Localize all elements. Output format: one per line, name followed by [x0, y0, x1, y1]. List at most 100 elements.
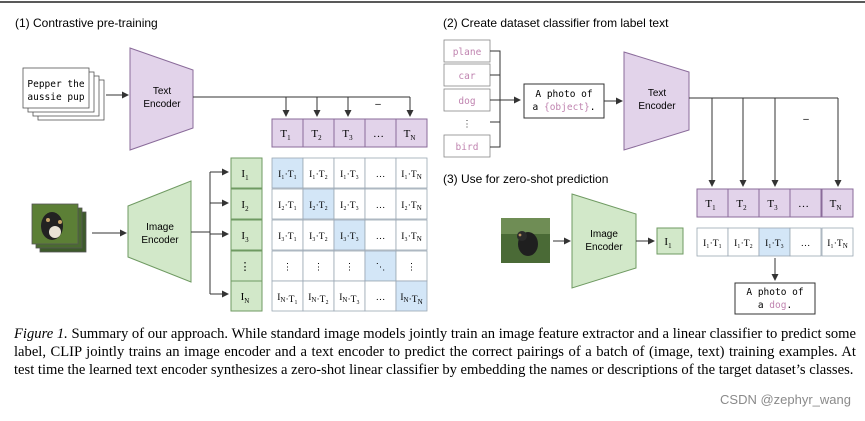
- matrix-cell: [395, 250, 428, 282]
- matrix-cell: [395, 188, 428, 220]
- matrix-cell-label: I₃·T₂: [309, 232, 328, 242]
- image-embedding-i1: I1: [656, 227, 684, 255]
- prediction-line-1: A photo of: [746, 287, 803, 298]
- matrix-cell: [364, 280, 397, 312]
- image-encoder-1-label-b: Encoder: [141, 235, 179, 246]
- text-embedding-cell: [271, 118, 304, 148]
- text-encoder-1-label-a: Text: [153, 86, 172, 97]
- matrix-cell: [302, 157, 335, 189]
- text-embedding-label: …: [373, 128, 384, 140]
- score-label: I₁·T₁: [703, 239, 722, 249]
- image-embedding-label: ⋮: [240, 261, 251, 273]
- text-embedding-row-3: T1 T2 T3 … TN: [696, 188, 854, 218]
- text-encoder-1: Text Encoder: [129, 47, 194, 151]
- image-encoder-3-label-a: Image: [590, 229, 618, 240]
- svg-text:I1: I1: [664, 236, 672, 250]
- text-encoder-2-label-b: Encoder: [638, 101, 676, 112]
- text-embedding-cell: [696, 188, 729, 218]
- panel2-dash: –: [803, 114, 809, 125]
- dog-photo-icon: [41, 212, 63, 240]
- matrix-cell-label: I₁·T₂: [309, 170, 328, 180]
- matrix-cell-label: I₂·T₂: [309, 201, 328, 211]
- image-embedding-cell: [230, 157, 263, 189]
- text-embedding-label: T3: [342, 128, 353, 142]
- image-embedding-label: I3: [241, 230, 249, 244]
- image-encoder-1: Image Encoder: [127, 180, 192, 283]
- text-embedding-cell: [821, 188, 854, 218]
- class-label: plane: [453, 47, 482, 58]
- matrix-cell-label: IN·T₁: [277, 293, 298, 305]
- text-embedding-label: T2: [311, 128, 322, 142]
- matrix-cell-label: I₁·T₁: [278, 170, 297, 180]
- matrix-cell-label: …: [376, 201, 386, 211]
- matrix-cell-positive: [333, 219, 366, 251]
- class-label: car: [458, 71, 475, 82]
- figure-label: Figure 1.: [14, 326, 68, 342]
- matrix-cell: [395, 157, 428, 189]
- image-stack: [31, 203, 87, 253]
- image-encoder-3: Image Encoder: [571, 193, 637, 289]
- score-label: I₁·TN: [827, 239, 848, 250]
- text-embedding-cell: [302, 118, 335, 148]
- clip-figure: (1) Contrastive pre-training Pepper the …: [0, 1, 865, 315]
- matrix-cell-label: ⋮: [283, 263, 293, 273]
- score-label: I₁·T₂: [734, 239, 753, 249]
- matrix-cell: [333, 157, 366, 189]
- matrix-cell-label: I₃·TN: [401, 232, 422, 243]
- matrix-cell: [271, 250, 304, 282]
- zero-shot-input-image: [501, 218, 550, 263]
- matrix-cell-positive: [302, 188, 335, 220]
- matrix-cell-label: IN·T₃: [339, 293, 360, 305]
- image-embedding-cell: [230, 280, 263, 312]
- image-embedding-label: I1: [241, 168, 249, 182]
- matrix-cell: [302, 280, 335, 312]
- text-embedding-label: T3: [767, 198, 778, 212]
- matrix-cell: [364, 219, 397, 251]
- zero-shot-score-row: I₁·T₁ I₁·T₂ I₁·T₃ … I₁·TN: [696, 227, 854, 257]
- panel3-title: (3) Use for zero-shot prediction: [443, 172, 608, 186]
- matrix-cell-label: ⋮: [314, 263, 324, 273]
- score-label: I₁·T₃: [765, 239, 784, 249]
- text-embedding-label: …: [798, 198, 809, 210]
- figure-caption-text: Summary of our approach. While standard …: [14, 326, 856, 379]
- score-cell-best: [758, 227, 791, 257]
- figure-caption: Figure 1. Summary of our approach. While…: [14, 325, 856, 380]
- panel1-dash: –: [375, 99, 381, 110]
- panel1-title: (1) Contrastive pre-training: [15, 16, 158, 30]
- matrix-cell-label: IN·TN: [400, 293, 422, 306]
- image-embedding-cell: [230, 188, 263, 220]
- text-embedding-label: TN: [404, 128, 416, 142]
- matrix-cell-label: I₃·T₃: [340, 232, 359, 242]
- matrix-cell: [333, 188, 366, 220]
- matrix-cell-label: I₂·TN: [401, 201, 422, 212]
- text-embedding-label: T1: [280, 128, 291, 142]
- score-label: …: [801, 239, 811, 249]
- matrix-cell: [302, 250, 335, 282]
- image-embedding-cell: [230, 250, 263, 282]
- matrix-cell-label: ⋮: [407, 263, 417, 273]
- matrix-cell: [271, 219, 304, 251]
- matrix-cell-positive: [271, 157, 304, 189]
- watermark: CSDN @zephyr_wang: [720, 392, 851, 407]
- text-embedding-cell: [395, 118, 428, 148]
- text-input-line-1: Pepper the: [27, 79, 84, 90]
- score-cell: [696, 227, 729, 257]
- class-label: bird: [456, 142, 479, 153]
- score-cell: [821, 227, 854, 257]
- text-encoder-2: Text Encoder: [623, 51, 690, 151]
- prediction-line-2: a dog.: [758, 300, 792, 311]
- matrix-cell-label: ⋱: [376, 263, 386, 273]
- matrix-cell: [364, 157, 397, 189]
- text-embedding-label: TN: [830, 198, 842, 212]
- text-embedding-row-1: T1 T2 T3 … TN: [271, 118, 428, 148]
- text-embedding-label: T1: [705, 198, 716, 212]
- matrix-cell-label: …: [376, 293, 386, 303]
- class-label-box: [443, 134, 491, 158]
- prompt-template-line-1: A photo of: [535, 89, 592, 100]
- prompt-template-box: A photo of a {object}.: [523, 83, 605, 119]
- matrix-cell: [302, 219, 335, 251]
- text-embedding-label: T2: [736, 198, 747, 212]
- prediction-box: A photo of a dog.: [734, 282, 816, 315]
